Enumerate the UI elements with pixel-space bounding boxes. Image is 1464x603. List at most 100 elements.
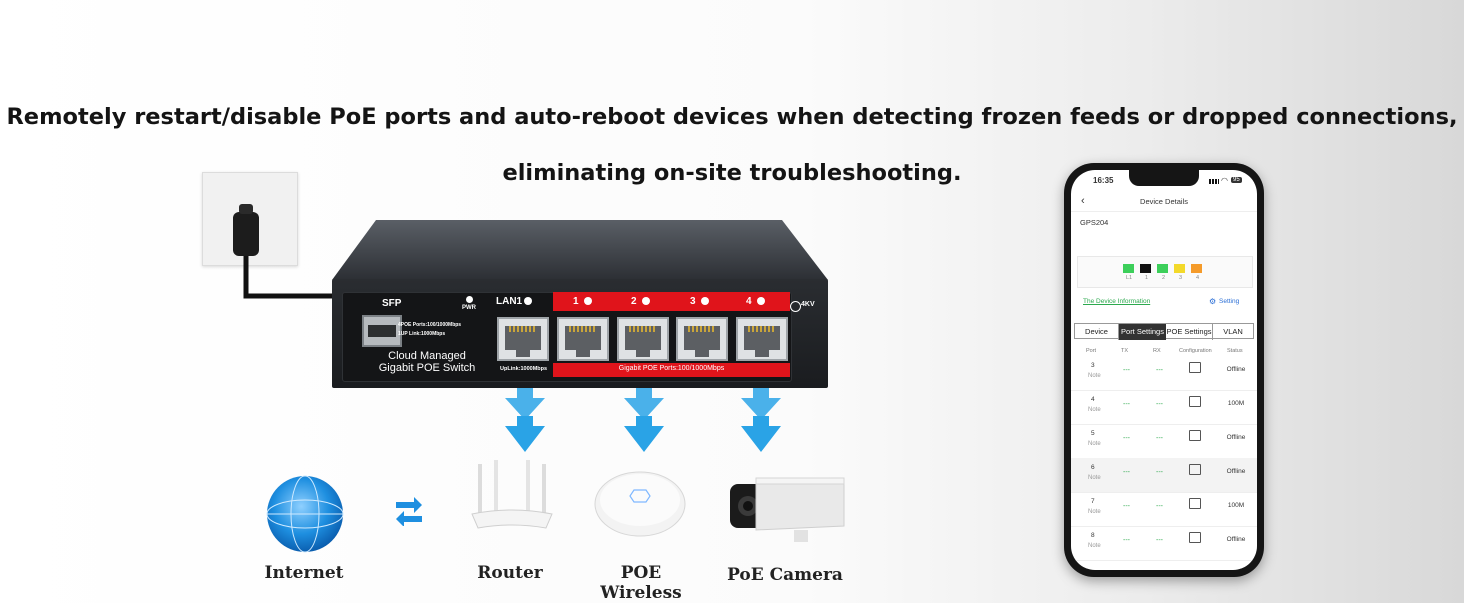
- arrow-down-icon: [624, 388, 664, 452]
- col-status: Status: [1227, 348, 1243, 354]
- rj45-port-lan1: [497, 317, 549, 361]
- row-port: 3: [1091, 362, 1095, 369]
- headline-line-1: Remotely restart/disable PoE ports and a…: [6, 104, 1458, 130]
- sfp-port: [362, 315, 402, 347]
- switch-name-line-1: Cloud Managed: [388, 350, 466, 362]
- row-port: 6: [1091, 464, 1095, 471]
- table-row[interactable]: 6 Note --- --- Offline: [1071, 458, 1257, 493]
- row-port: 5: [1091, 430, 1095, 437]
- row-status: 100M: [1227, 400, 1245, 407]
- switch-name-line-2: Gigabit POE Switch: [378, 362, 476, 374]
- col-rx: RX: [1153, 348, 1161, 354]
- row-tx: ---: [1123, 469, 1130, 476]
- row-rx: ---: [1156, 367, 1163, 374]
- row-tx: ---: [1123, 537, 1130, 544]
- col-port: Port: [1086, 348, 1097, 354]
- port-l1-indicator: [1123, 264, 1134, 273]
- gear-icon[interactable]: ⚙: [1209, 297, 1217, 306]
- camera-icon: [730, 477, 845, 542]
- port-3-indicator: [1174, 264, 1185, 273]
- spec-line-1: 4POE Ports:100/1000Mbps: [398, 322, 462, 328]
- wifi-icon: ◠: [1221, 176, 1228, 185]
- tab-poe-settings[interactable]: POE Settings: [1166, 324, 1213, 340]
- uplink-label: UpLink:1000Mbps: [500, 366, 548, 372]
- row-rx: ---: [1156, 503, 1163, 510]
- config-icon[interactable]: [1189, 498, 1201, 509]
- col-tx: TX: [1121, 348, 1129, 354]
- config-icon[interactable]: [1189, 464, 1201, 475]
- port-1-label: 1: [573, 296, 579, 307]
- router-label: Router: [477, 563, 543, 583]
- table-row[interactable]: 4 Note --- --- 100M: [1071, 390, 1257, 425]
- row-tx: ---: [1123, 435, 1130, 442]
- signal-icon: [1209, 179, 1219, 184]
- row-note: Note: [1088, 441, 1101, 447]
- config-icon[interactable]: [1189, 532, 1201, 543]
- device-info-link[interactable]: The Device Information: [1083, 298, 1151, 305]
- device-name: GPS204: [1080, 218, 1109, 227]
- row-rx: ---: [1156, 401, 1163, 408]
- port-3-led: [701, 297, 709, 305]
- row-status: Offline: [1226, 536, 1246, 543]
- lan1-label: LAN1: [496, 296, 523, 307]
- row-tx: ---: [1123, 367, 1130, 374]
- phone-screen: 16:35 ◠ 95 ‹ Device Details GPS204 L1 1 …: [1071, 170, 1257, 570]
- rj45-port-3: [676, 317, 728, 361]
- lan1-led: [524, 297, 532, 305]
- port-4-indicator: [1191, 264, 1202, 273]
- port-2-indicator: [1157, 264, 1168, 273]
- row-status: Offline: [1226, 468, 1246, 475]
- row-tx: ---: [1123, 401, 1130, 408]
- row-rx: ---: [1156, 435, 1163, 442]
- surge-label: 4KV: [801, 301, 815, 308]
- arrow-down-icon: [741, 388, 781, 452]
- tab-vlan[interactable]: VLAN: [1223, 327, 1243, 336]
- back-chevron-icon[interactable]: ‹: [1081, 195, 1085, 207]
- row-note: Note: [1088, 373, 1101, 379]
- strip-label-4: 4: [1196, 275, 1200, 281]
- wireless-label: POE Wireless: [600, 563, 682, 603]
- port-4-led: [757, 297, 765, 305]
- headline-line-2: eliminating on-site troubleshooting.: [502, 160, 962, 186]
- row-status: Offline: [1226, 434, 1246, 441]
- config-icon[interactable]: [1189, 430, 1201, 441]
- row-port: 7: [1091, 498, 1095, 505]
- table-row[interactable]: 8 Note --- --- Offline: [1071, 526, 1257, 561]
- wireless-ap-icon: [594, 471, 686, 537]
- port-3-label: 3: [690, 296, 696, 307]
- pwr-led: [466, 296, 473, 303]
- row-status: 100M: [1227, 502, 1245, 509]
- rj45-port-2: [617, 317, 669, 361]
- globe-icon: [266, 475, 344, 553]
- table-row[interactable]: 7 Note --- --- 100M: [1071, 492, 1257, 527]
- port-2-label: 2: [631, 296, 637, 307]
- strip-label-l1: L1: [1126, 275, 1133, 281]
- row-note: Note: [1088, 407, 1101, 413]
- tab-port-settings[interactable]: Port Settings: [1119, 324, 1166, 340]
- surge-icon: [790, 301, 801, 312]
- port-1-indicator: [1140, 264, 1151, 273]
- poe-ports-bar: [553, 363, 790, 377]
- sfp-label: SFP: [382, 298, 402, 309]
- port-4-label: 4: [746, 296, 752, 307]
- config-icon[interactable]: [1189, 396, 1201, 407]
- tab-device[interactable]: Device: [1075, 324, 1119, 340]
- strip-label-3: 3: [1179, 275, 1183, 281]
- internet-label: Internet: [264, 563, 344, 583]
- spec-line-2: 1UP Link:1000Mbps: [398, 331, 446, 337]
- config-icon[interactable]: [1189, 362, 1201, 373]
- row-note: Note: [1088, 509, 1101, 515]
- table-row[interactable]: 5 Note --- --- Offline: [1071, 424, 1257, 459]
- table-row[interactable]: 3 Note --- --- Offline: [1071, 356, 1257, 391]
- screen-title: Device Details: [1140, 197, 1188, 206]
- setting-link[interactable]: Setting: [1219, 298, 1240, 305]
- notch: [1129, 170, 1199, 186]
- tab-bar: Device Port Settings POE Settings VLAN: [1074, 323, 1254, 340]
- swap-arrows-icon: [396, 497, 422, 526]
- rj45-port-4: [736, 317, 788, 361]
- pwr-label: PWR: [462, 305, 476, 311]
- strip-label-2: 2: [1162, 275, 1166, 281]
- port-number-bar: [553, 292, 790, 311]
- status-time: 16:35: [1093, 176, 1114, 185]
- row-status: Offline: [1226, 366, 1246, 373]
